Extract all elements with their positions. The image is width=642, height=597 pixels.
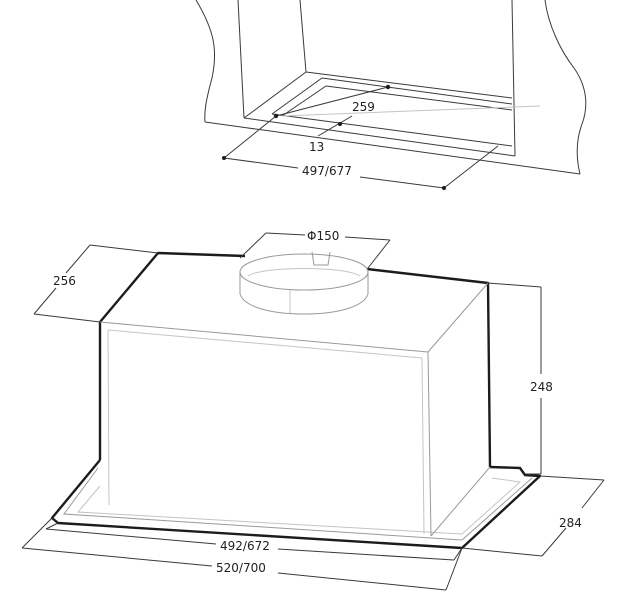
dim-259-line: [275, 86, 389, 117]
dim-256-line-a: [65, 244, 91, 274]
dim-492-672-ext-left: [45, 522, 59, 530]
dim-13-line: [317, 115, 353, 137]
top-right-diagonal: [427, 282, 489, 353]
dim-497-677-end-a: [222, 156, 226, 160]
dim-13-label: 13: [309, 140, 324, 154]
dim-497-677-ext-right: [443, 145, 499, 189]
cavity-left-wall: [237, 0, 245, 119]
cavity-right-wall: [511, 0, 516, 157]
dim-284-line-a: [581, 479, 605, 509]
dim-284-ext-bottom: [461, 547, 543, 557]
dim-256-label: 256: [53, 274, 76, 288]
dim-520-700-line-a: [21, 547, 213, 567]
dim-492-672-label: 492/672: [220, 539, 270, 553]
dim-497-677-ext-left: [223, 115, 277, 159]
dim-150-line-b: [344, 236, 391, 241]
dim-150-ext-right: [367, 239, 391, 269]
front-right-edge-inner: [421, 357, 425, 535]
cabinet-bottom-edge: [204, 121, 581, 175]
dim-259-label: 259: [352, 100, 375, 114]
dim-259-end-b: [385, 84, 391, 90]
dim-256-line-b: [33, 287, 57, 315]
flange-inner-rim: [76, 477, 522, 535]
dim-284-line-b: [541, 527, 567, 557]
dim-492-672-ext-right: [453, 547, 463, 561]
front-right-edge: [427, 351, 432, 537]
ledge-front-inner: [281, 105, 541, 117]
cabinet-left-wavy-edge: [195, 0, 216, 123]
ledge-back: [321, 77, 513, 105]
cavity-back-left-wall: [299, 0, 307, 73]
dim-520-700-line-b: [277, 572, 447, 591]
dim-150-line-a: [265, 232, 306, 236]
duct-collar-body: [239, 272, 369, 315]
dim-497-677-end-b: [442, 186, 446, 190]
dim-520-700-label: 520/700: [216, 561, 266, 575]
dim-497-677-label: 497/677: [302, 164, 352, 178]
cabinet-cutout-view: 259 13 497/677: [195, 0, 587, 190]
dim-492-672-line-a: [45, 528, 217, 545]
ledge-inner-back: [325, 85, 513, 111]
hood-body-view: Φ150 256 248 284 492/672 520/700: [21, 229, 605, 591]
front-top-edge: [99, 321, 429, 353]
dim-492-672-line-b: [277, 548, 455, 561]
dim-248-label: 248: [530, 380, 553, 394]
dim-150-label: Φ150: [307, 229, 339, 243]
cavity-left-floor-edge: [243, 71, 307, 119]
dim-150-ext-left: [239, 232, 267, 259]
cavity-front-edge: [243, 117, 516, 157]
dim-256-ext-top: [89, 244, 159, 254]
dim-256-ext-bottom: [33, 313, 101, 323]
dim-284-label: 284: [559, 516, 582, 530]
front-left-edge-inner: [107, 329, 110, 506]
hood-outline: [98, 251, 492, 468]
flange-inner-outline: [63, 467, 533, 541]
dim-520-700-ext-left: [21, 517, 53, 549]
dim-13-end: [338, 122, 342, 126]
duct-flap: [311, 251, 331, 266]
cavity-back-edge: [305, 71, 513, 99]
dim-248-ext-top: [487, 282, 542, 288]
dim-520-700-ext-right: [445, 547, 463, 591]
dim-284-ext-top: [539, 475, 605, 481]
cabinet-right-wavy-edge: [544, 0, 587, 175]
duct-collar-inner: [247, 268, 361, 277]
dim-497-677-line-a: [223, 157, 299, 169]
ledge-inner-left: [281, 85, 327, 117]
ledge-front: [271, 113, 513, 147]
flange-outer-outline: [50, 459, 542, 550]
front-top-edge-inner: [107, 329, 423, 359]
right-bottom-diagonal: [430, 466, 491, 537]
ledge-left: [271, 77, 323, 115]
dim-497-677-line-b: [359, 176, 445, 189]
